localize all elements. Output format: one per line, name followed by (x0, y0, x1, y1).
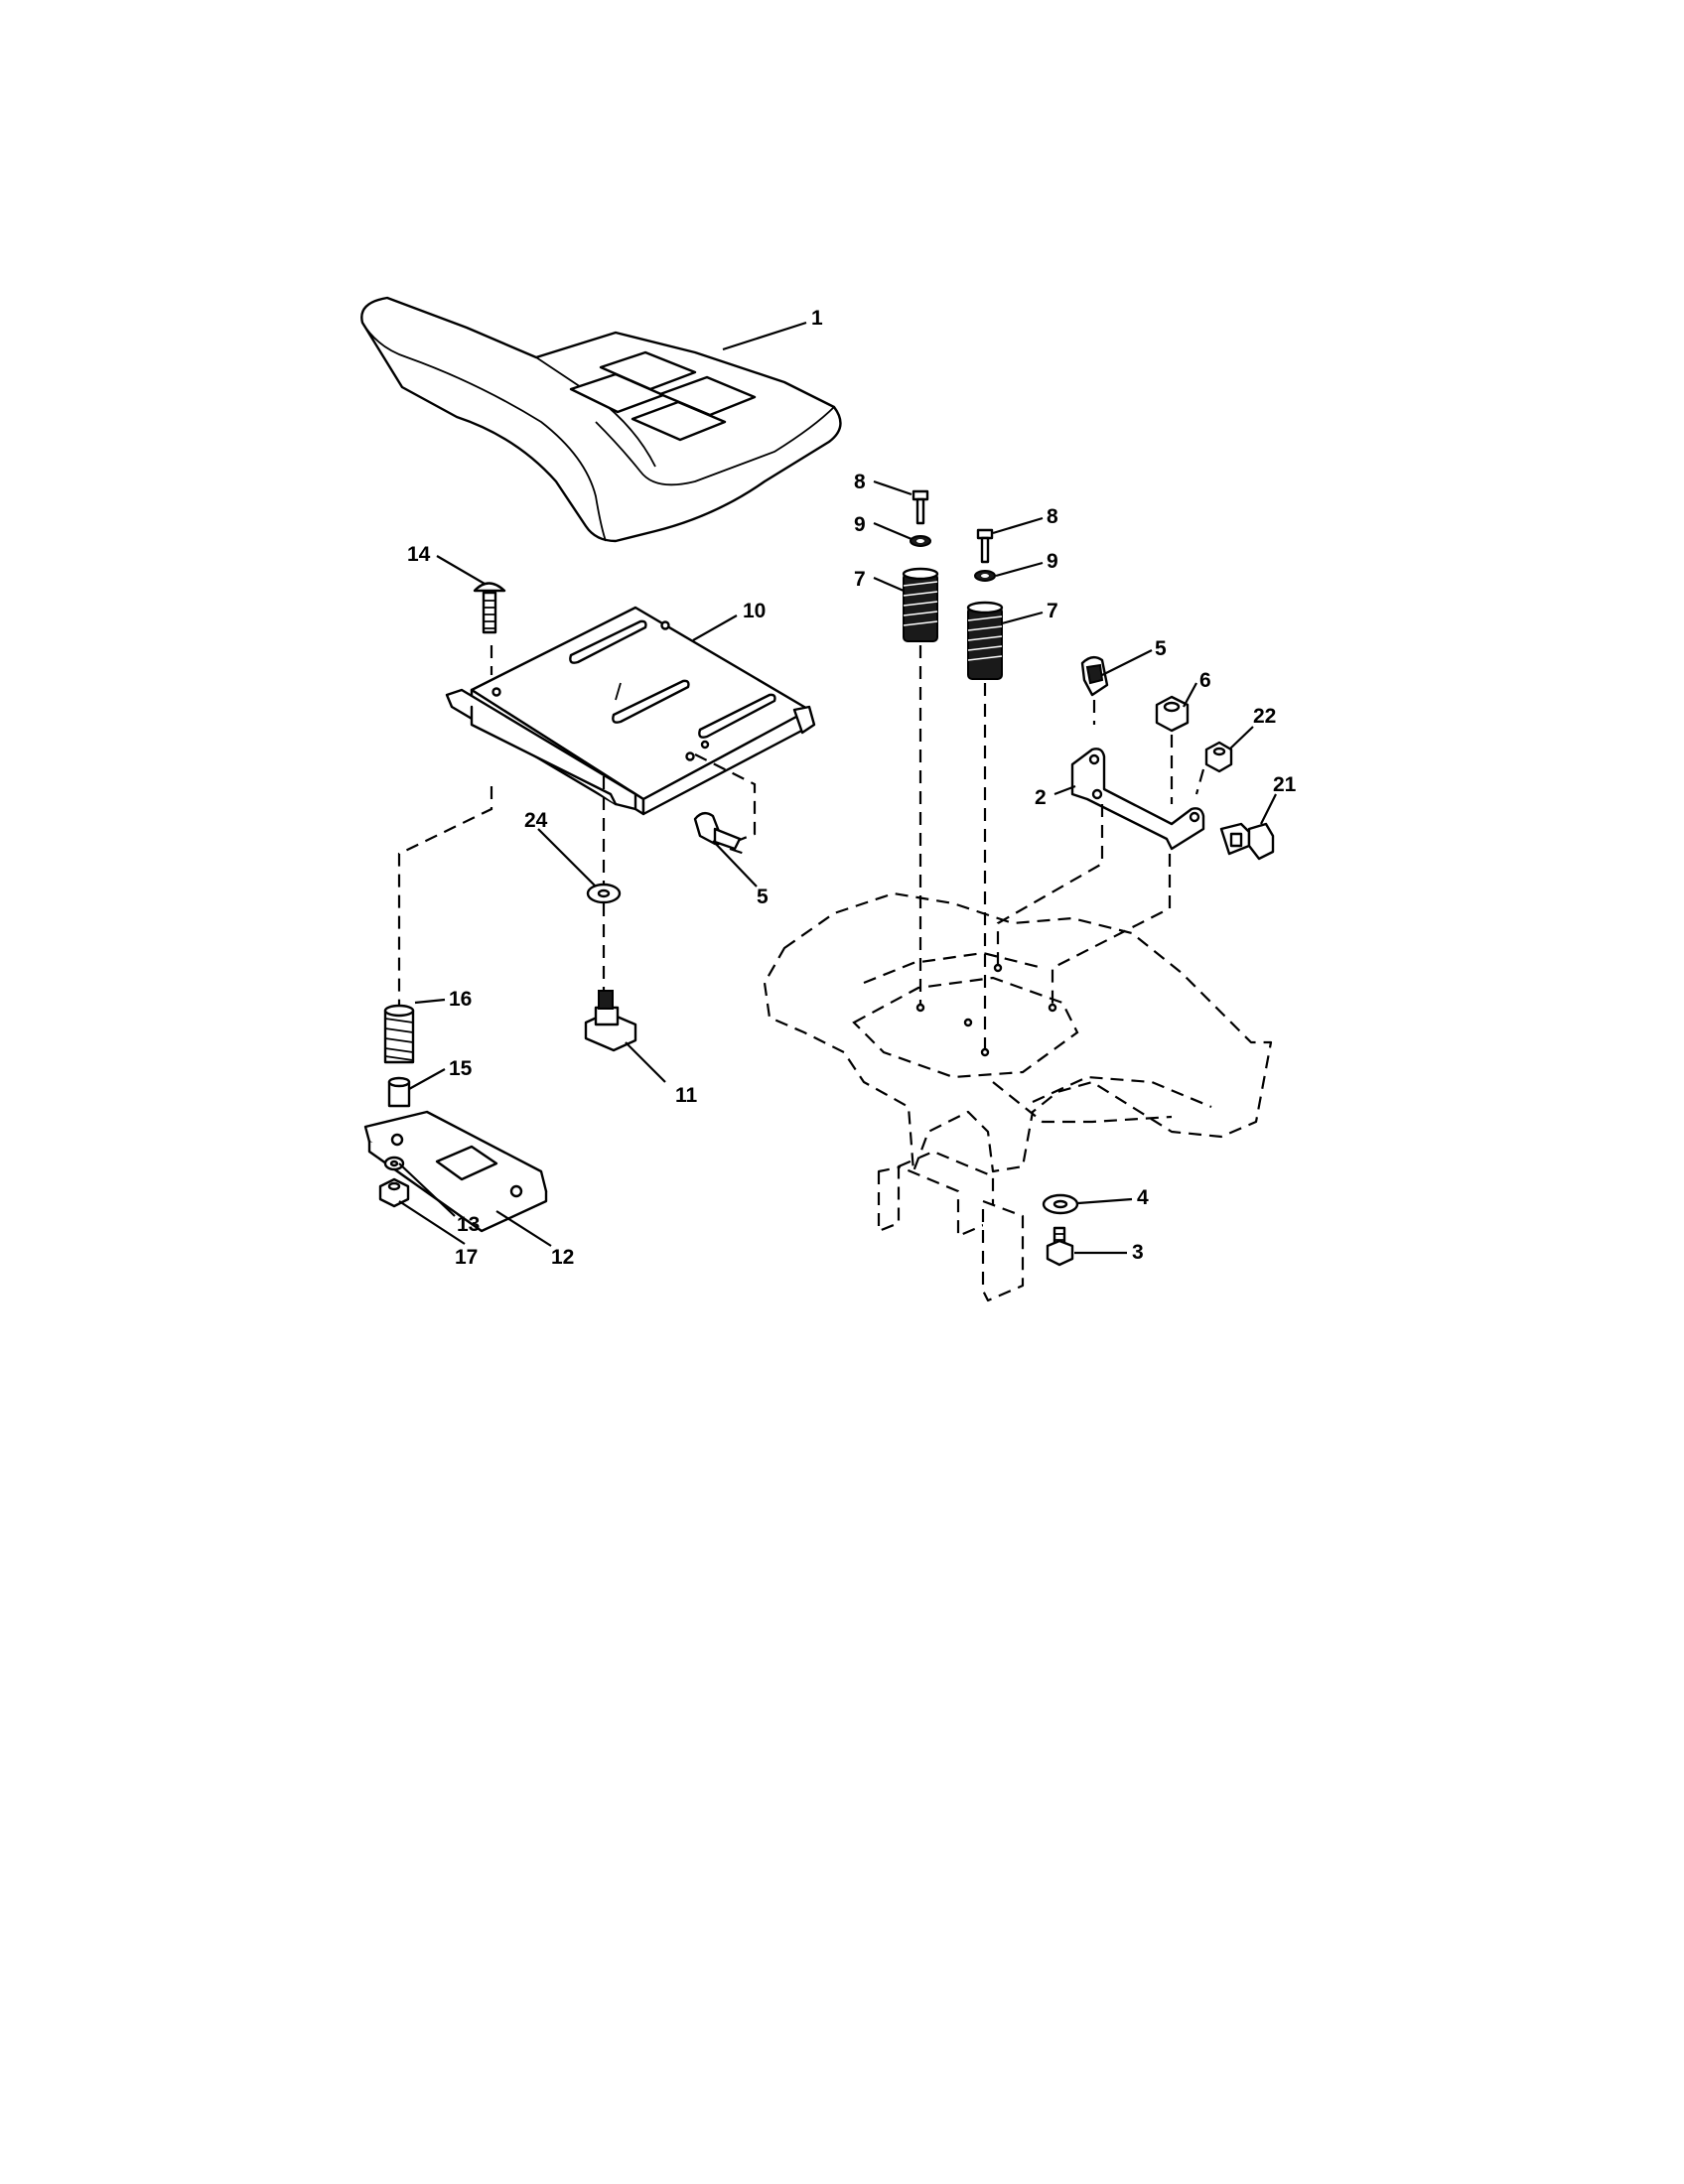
leader-lines (398, 321, 1277, 1255)
flat-washer-24 (586, 883, 622, 904)
hex-nut-22 (1194, 741, 1233, 795)
mounting-plate-12 (363, 1110, 548, 1233)
hex-bolt-3 (1046, 1226, 1074, 1267)
callout-11: 11 (675, 1084, 698, 1107)
lock-nut-6 (1155, 695, 1190, 804)
seat-cushion (360, 296, 842, 543)
mounting-bracket-2 (996, 748, 1205, 1008)
callout-13: 13 (457, 1213, 480, 1236)
clip-5-lower (693, 811, 742, 851)
hex-nut-13 (383, 1156, 405, 1171)
carriage-bolt (473, 582, 506, 634)
clip-5-upper (1080, 655, 1109, 725)
callout-8b: 8 (1047, 505, 1058, 528)
callout-15: 15 (449, 1057, 473, 1080)
callout-21: 21 (1273, 773, 1297, 796)
compression-spring-16 (383, 1004, 415, 1064)
flat-washer-4 (1042, 1193, 1079, 1215)
seat-pan (445, 606, 816, 816)
callout-1: 1 (811, 307, 823, 330)
callout-labels: 1 14 10 8 9 7 8 9 7 5 6 22 21 2 24 5 16 … (407, 307, 1297, 1269)
callout-6: 6 (1199, 669, 1211, 692)
spring-stack-left (902, 489, 939, 1013)
callout-22: 22 (1253, 705, 1276, 728)
shoulder-bolt-21 (1219, 822, 1275, 861)
callout-5-lower: 5 (757, 886, 769, 908)
callout-5-upper: 5 (1155, 637, 1167, 660)
callout-7a: 7 (854, 568, 866, 591)
callout-3: 3 (1132, 1241, 1144, 1264)
left-assembly-guides (397, 645, 757, 1027)
spacer-15 (387, 1076, 411, 1108)
callout-14: 14 (407, 543, 431, 566)
callout-10: 10 (743, 600, 766, 622)
lock-nut-17 (378, 1177, 410, 1208)
chassis-frame-phantom (763, 891, 1273, 1302)
callout-24: 24 (524, 809, 548, 832)
callout-7b: 7 (1047, 600, 1058, 622)
callout-4: 4 (1137, 1186, 1149, 1209)
callout-17: 17 (455, 1246, 478, 1269)
callout-9b: 9 (1047, 550, 1058, 573)
spring-stack-right (966, 528, 1004, 1057)
seat-adjust-knob (584, 990, 637, 1052)
callout-12: 12 (551, 1246, 574, 1269)
callout-2: 2 (1035, 786, 1047, 809)
frame-holes (963, 963, 1057, 1027)
callout-16: 16 (449, 988, 472, 1011)
callout-9a: 9 (854, 513, 866, 536)
callout-8a: 8 (854, 471, 866, 493)
